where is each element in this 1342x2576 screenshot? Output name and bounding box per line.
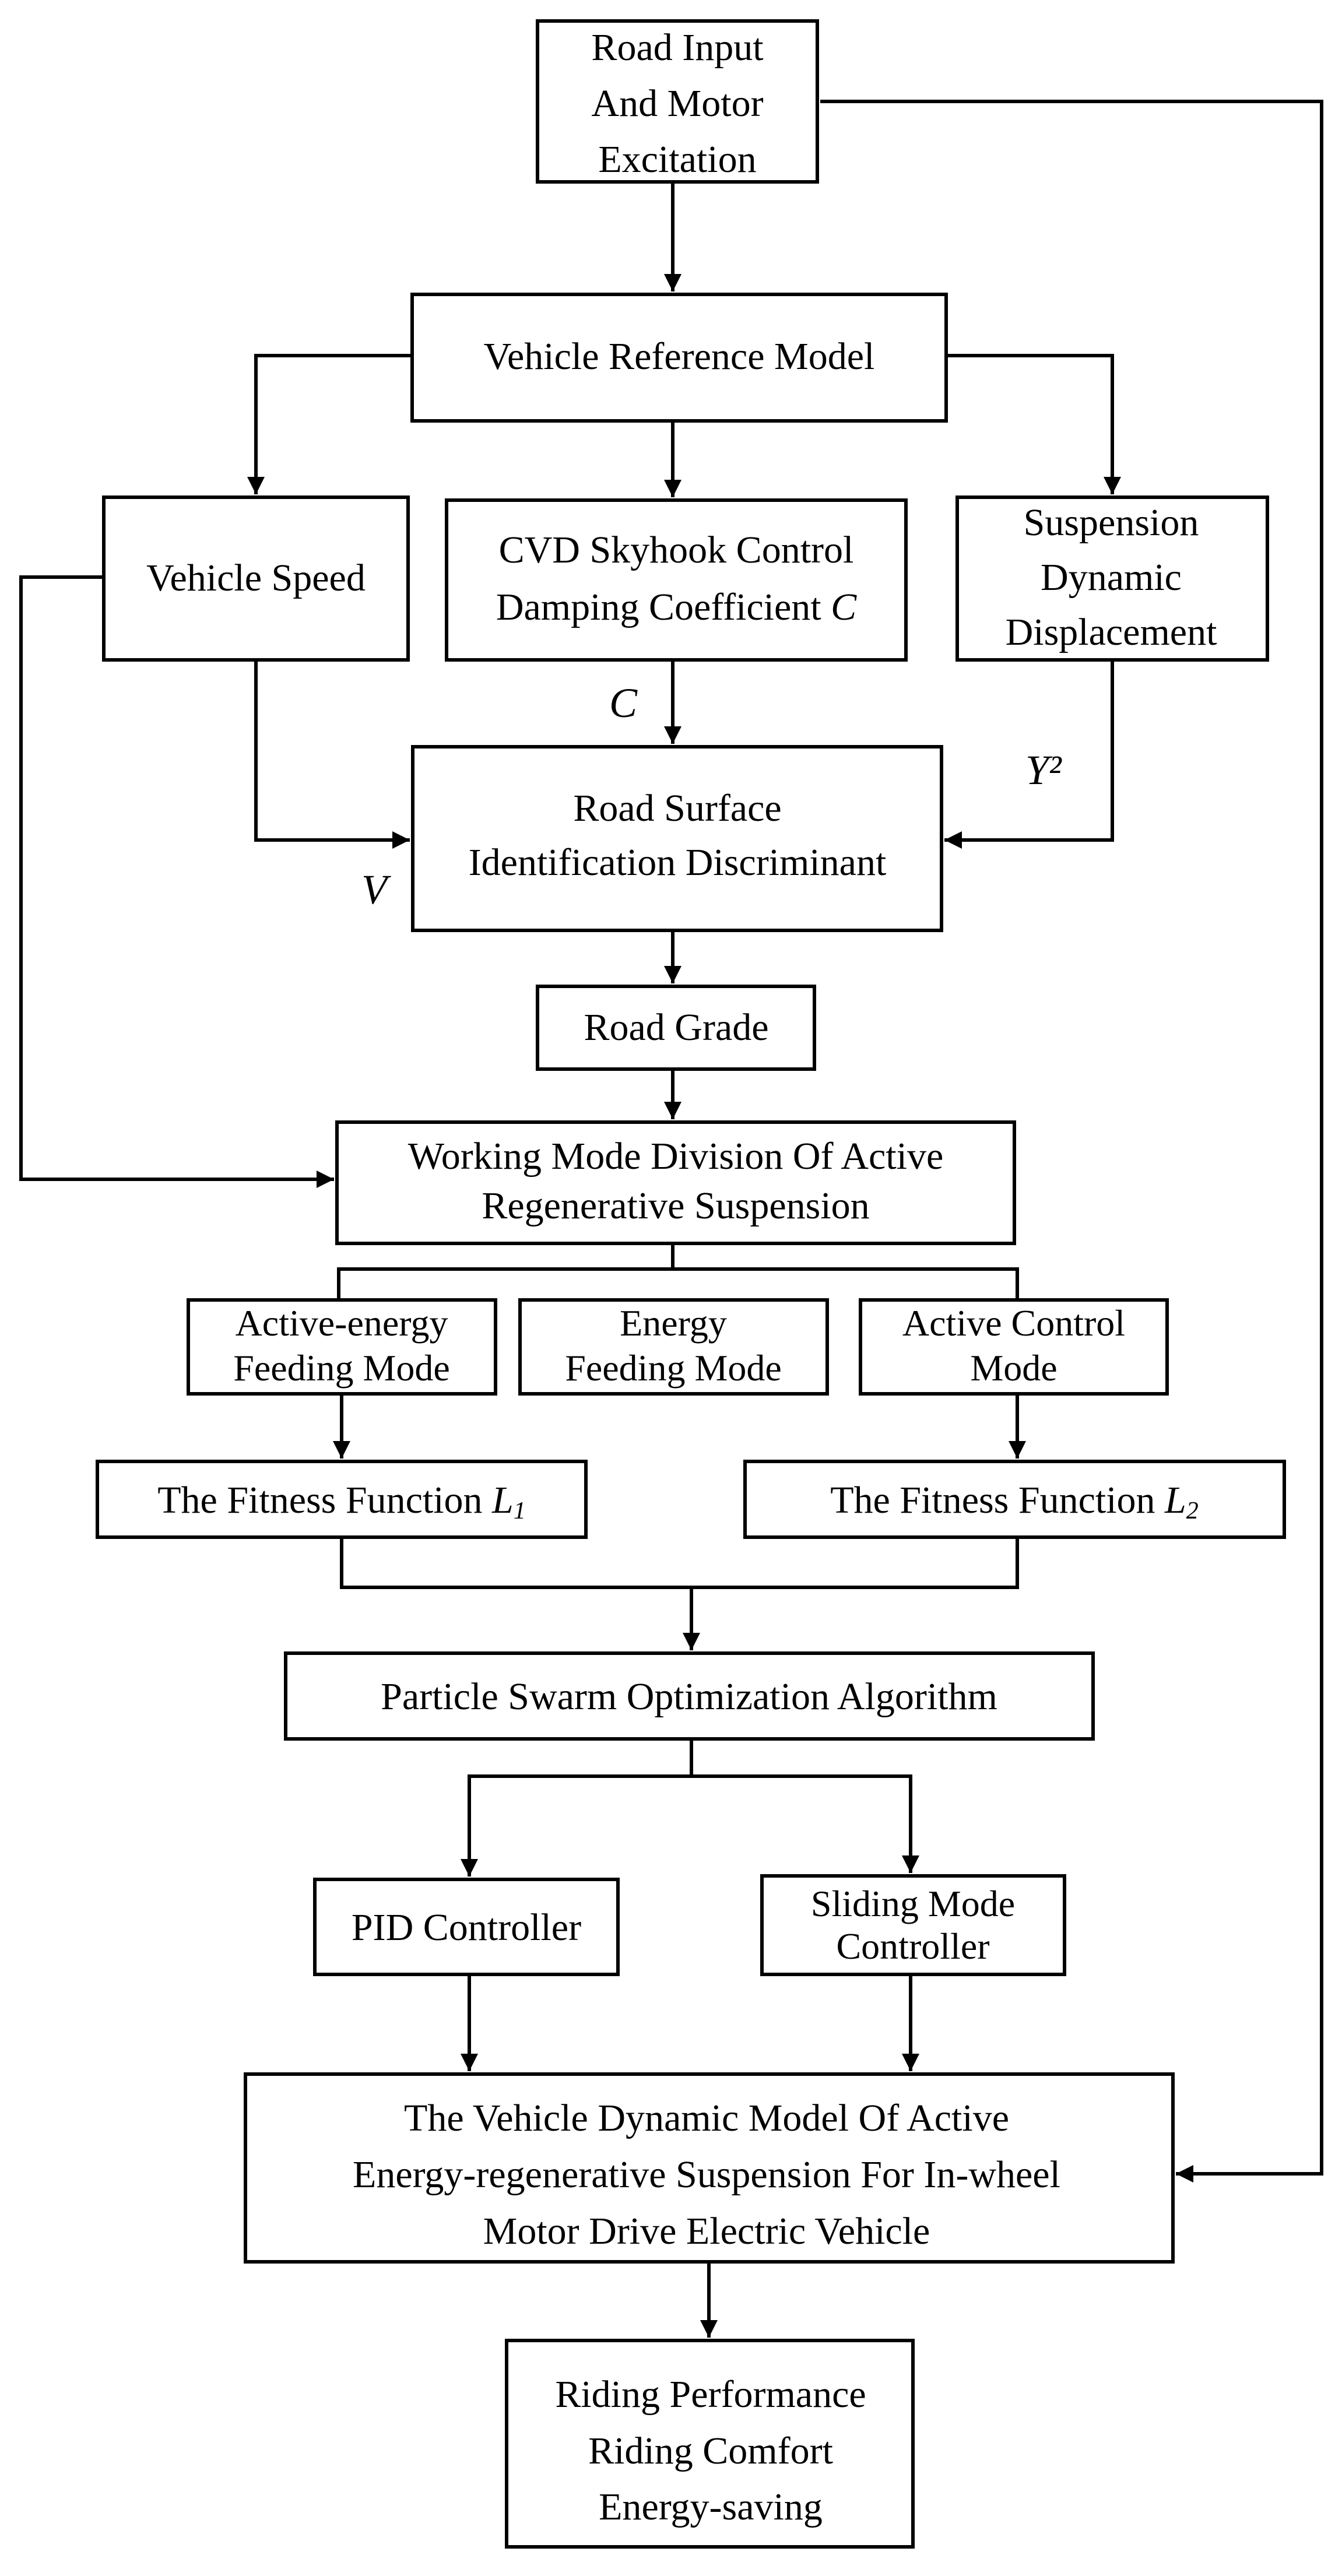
node-active-control-line-1: Active Control [902, 1302, 1125, 1344]
node-output-line-1: Riding Performance [555, 2373, 866, 2416]
edges: C V Y² [19, 100, 1323, 2338]
edge-suspension-to-discriminant [944, 660, 1114, 849]
node-energy-feeding-mode: Energy Feeding Mode [518, 1298, 829, 1396]
edge-reference-to-suspension [946, 354, 1121, 494]
node-active-energy-line-2: Feeding Mode [233, 1347, 450, 1389]
node-suspension-line-3: Displacement [1006, 611, 1217, 653]
node-output-line-2: Riding Comfort [588, 2430, 833, 2472]
node-active-control-mode: Active Control Mode [859, 1298, 1169, 1396]
node-dynamic-model-line-3: Motor Drive Electric Vehicle [483, 2210, 930, 2252]
node-cvd-skyhook-control: CVD Skyhook Control Damping Coefficient … [445, 498, 908, 662]
node-sliding-mode-controller: Sliding Mode Controller [760, 1874, 1066, 1976]
node-pso-label: Particle Swarm Optimization Algorithm [381, 1675, 997, 1718]
edge-label-y: Y² [1025, 747, 1062, 793]
node-fitness-function-l2: The Fitness Function L2 [743, 1460, 1286, 1539]
node-cvd-line-2: Damping Coefficient C [496, 586, 857, 628]
node-dynamic-model-line-1: The Vehicle Dynamic Model Of Active [404, 2097, 1009, 2139]
node-suspension-line-2: Dynamic [1041, 556, 1182, 599]
node-pid-label: PID Controller [352, 1906, 581, 1949]
edge-fitness-merge [340, 1537, 1019, 1589]
node-energy-line-2: Feeding Mode [565, 1347, 782, 1389]
edge-label-c: C [609, 680, 638, 726]
edge-speed-to-discriminant [254, 660, 410, 849]
node-fitness-function-l1: The Fitness Function L1 [96, 1460, 588, 1539]
node-dynamic-model-line-2: Energy-regenerative Suspension For In-wh… [353, 2153, 1060, 2196]
node-vehicle-reference-model: Vehicle Reference Model [410, 293, 948, 423]
node-road-input-line-2: And Motor [591, 82, 763, 125]
node-active-energy-line-1: Active-energy [236, 1302, 448, 1344]
node-road-input: Road Input And Motor Excitation [536, 19, 819, 184]
node-vehicle-reference-model-label: Vehicle Reference Model [484, 335, 875, 378]
node-suspension-dynamic-displacement: Suspension Dynamic Displacement [955, 495, 1269, 662]
edge-pso-to-sliding [691, 1774, 919, 1873]
node-vehicle-speed-label: Vehicle Speed [146, 557, 366, 599]
edge-input-to-dynamic-model [820, 100, 1323, 2183]
node-output-line-3: Energy-saving [599, 2486, 823, 2528]
node-fitness2-label: The Fitness Function L2 [830, 1479, 1199, 1524]
node-road-input-line-1: Road Input [591, 26, 763, 69]
node-active-energy-feeding-mode: Active-energy Feeding Mode [187, 1298, 497, 1396]
node-energy-line-1: Energy [620, 1302, 727, 1344]
node-active-control-line-2: Mode [970, 1347, 1057, 1389]
node-cvd-line-1: CVD Skyhook Control [499, 529, 854, 571]
node-road-input-line-3: Excitation [598, 138, 756, 181]
node-division-line-2: Regenerative Suspension [482, 1185, 869, 1227]
node-sliding-line-2: Controller [836, 1925, 989, 1967]
node-riding-performance-output: Riding Performance Riding Comfort Energy… [505, 2339, 915, 2549]
node-road-surface-discriminant: Road Surface Identification Discriminant [411, 745, 943, 932]
node-vehicle-dynamic-model: The Vehicle Dynamic Model Of Active Ener… [244, 2072, 1175, 2264]
edge-division-branches [337, 1267, 1019, 1300]
node-division-line-1: Working Mode Division Of Active [408, 1135, 944, 1178]
edge-speed-to-division [19, 575, 334, 1188]
node-fitness1-label: The Fitness Function L1 [157, 1479, 526, 1524]
node-sliding-line-1: Sliding Mode [811, 1883, 1015, 1924]
node-road-grade: Road Grade [536, 985, 816, 1071]
edge-label-v: V [361, 866, 391, 913]
node-discriminant-line-1: Road Surface [573, 787, 781, 830]
node-road-grade-label: Road Grade [584, 1006, 768, 1049]
node-working-mode-division: Working Mode Division Of Active Regenera… [335, 1120, 1016, 1245]
edge-reference-to-speed [247, 354, 412, 494]
node-suspension-line-1: Suspension [1024, 501, 1199, 544]
node-particle-swarm-optimization: Particle Swarm Optimization Algorithm [284, 1651, 1095, 1741]
node-pid-controller: PID Controller [313, 1878, 620, 1976]
node-discriminant-line-2: Identification Discriminant [469, 841, 887, 884]
edge-pso-to-pid [461, 1774, 691, 1876]
node-vehicle-speed: Vehicle Speed [102, 495, 410, 662]
